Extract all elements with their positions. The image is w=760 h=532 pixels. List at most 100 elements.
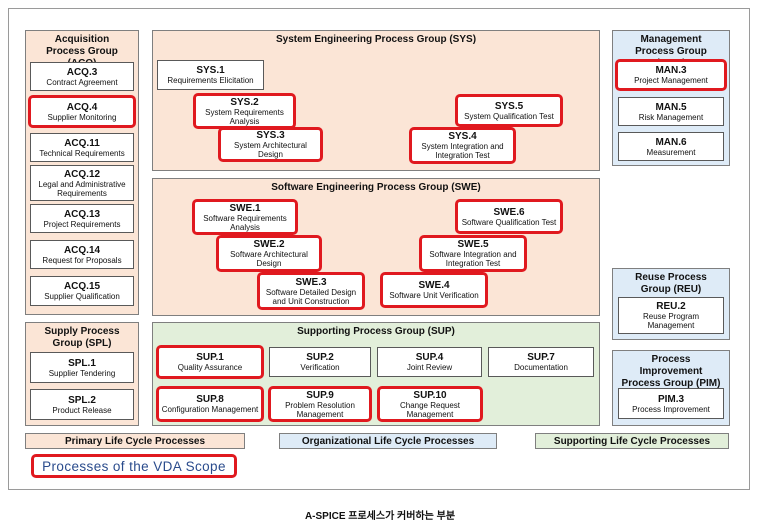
process-name: Software Integration and Integration Tes… — [429, 250, 517, 268]
process-id: ACQ.4 — [66, 101, 98, 113]
process-name: Legal and Administrative Requirements — [38, 179, 126, 198]
process-name: Requirements Elicitation — [167, 76, 254, 85]
process-id: SWE.6 — [493, 206, 525, 218]
process-name: Software Architectural Design — [230, 250, 308, 268]
process-id: SWE.1 — [229, 202, 261, 214]
reu-group-title: Reuse Process Group (REU) — [635, 272, 707, 295]
process-id: SWE.3 — [295, 276, 327, 288]
process-name: Risk Management — [638, 112, 704, 122]
process-id: SWE.2 — [253, 239, 285, 250]
process-name: Joint Review — [406, 363, 453, 372]
process-name: Contract Agreement — [46, 77, 118, 87]
process-id: SYS.3 — [256, 130, 285, 141]
process-name: Change Request Management — [399, 400, 461, 419]
process-id: SUP.7 — [527, 352, 555, 363]
process-id: MAN.5 — [655, 101, 687, 113]
process-name: System Qualification Test — [464, 111, 554, 121]
process-name: Supplier Monitoring — [47, 112, 117, 122]
swe-group-title: Software Engineering Process Group (SWE) — [271, 182, 481, 193]
process-id: PIM.3 — [657, 393, 685, 405]
legend-organizational: Organizational Life Cycle Processes — [279, 433, 497, 449]
process-name: System Requirements Analysis — [205, 107, 284, 126]
process-id: SYS.2 — [230, 96, 259, 108]
legend-supporting: Supporting Life Cycle Processes — [535, 433, 729, 449]
process-id: ACQ.11 — [64, 137, 100, 149]
process-id: SUP.1 — [196, 352, 224, 363]
process-id: SUP.4 — [415, 352, 444, 363]
process-id: ACQ.15 — [63, 281, 101, 292]
process-id: SUP.8 — [196, 394, 224, 405]
process-name: Project Requirements — [43, 219, 121, 229]
sys-group-title: System Engineering Process Group (SYS) — [275, 34, 477, 45]
process-name: Reuse Program Management — [642, 312, 700, 330]
process-name: Product Release — [52, 405, 112, 415]
process-name: Request for Proposals — [42, 255, 122, 265]
spl-group-title: Supply Process Group (SPL) — [44, 326, 120, 349]
process-name: Quality Assurance — [177, 363, 243, 372]
process-name: Software Detailed Design and Unit Constr… — [265, 287, 357, 306]
process-name: Process Improvement — [632, 404, 710, 414]
legend-vda-scope: Processes of the VDA Scope — [31, 454, 237, 478]
process-name: Measurement — [646, 147, 696, 157]
process-name: Software Requirements Analysis — [203, 213, 287, 232]
process-name: Supplier Tendering — [48, 368, 116, 378]
process-id: ACQ.3 — [66, 66, 98, 78]
process-name: System Architectural Design — [234, 141, 307, 159]
process-id: SUP.2 — [306, 352, 334, 363]
sup-group-title: Supporting Process Group (SUP) — [297, 326, 455, 337]
process-name: Software Unit Verification — [389, 291, 479, 300]
pim-group-title: Process Improvement Process Group (PIM) — [621, 354, 721, 389]
process-name: Supplier Qualification — [44, 292, 120, 301]
process-id: MAN.6 — [655, 136, 687, 148]
process-name: Problem Resolution Management — [285, 400, 355, 419]
process-id: ACQ.14 — [63, 244, 101, 256]
process-id: MAN.3 — [655, 65, 687, 76]
process-id: SYS.4 — [448, 131, 477, 142]
process-id: SUP.10 — [413, 389, 447, 401]
process-id: SUP.9 — [306, 389, 334, 401]
process-id: SWE.5 — [457, 239, 489, 250]
process-name: Configuration Management — [161, 405, 259, 414]
process-id: ACQ.13 — [63, 208, 101, 220]
diagram-frame — [8, 8, 750, 490]
process-id: SWE.4 — [418, 280, 450, 291]
process-name: Documentation — [514, 363, 568, 372]
process-name: Verification — [300, 363, 340, 372]
process-name: Software Qualification Test — [461, 217, 557, 227]
process-id: REU.2 — [656, 301, 686, 312]
process-id: SPL.1 — [68, 357, 96, 369]
legend-primary: Primary Life Cycle Processes — [25, 433, 245, 449]
process-name: Project Management — [634, 76, 708, 85]
process-id: SPL.2 — [68, 394, 96, 406]
